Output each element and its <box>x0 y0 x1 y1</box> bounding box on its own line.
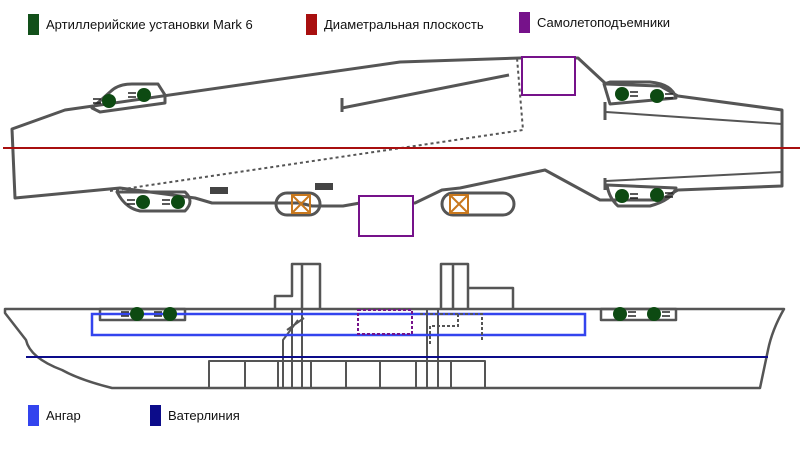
legend-waterline-swatch <box>150 405 161 426</box>
plan-view <box>10 56 784 217</box>
side-hangar <box>90 312 587 337</box>
plan-hull-outline <box>10 56 784 208</box>
legend-centerline-label: Диаметральная плоскость <box>324 17 484 32</box>
side-island-2-deckhouse <box>468 286 515 309</box>
plan-aux-mark-2 <box>315 183 333 190</box>
legend-waterline-label: Ватерлиния <box>168 408 240 423</box>
plan-stern-notch <box>605 111 783 182</box>
side-uptake-2 <box>426 309 439 388</box>
legend-guns: Артиллерийские установки Mark 6 <box>28 14 253 35</box>
side-hull-outline <box>3 307 786 390</box>
legend-hangar-swatch <box>28 405 39 426</box>
legend-guns-swatch <box>28 14 39 35</box>
plan-sponson-stbd-bow <box>115 190 192 213</box>
plan-side-lift-2 <box>440 191 516 217</box>
legend-lifts-swatch <box>519 12 530 33</box>
side-uptake-1 <box>282 309 305 388</box>
plan-side-lift-1 <box>274 191 322 217</box>
side-island-1 <box>273 262 322 309</box>
plan-elevator-cross-1 <box>291 194 311 214</box>
legend-centerline: Диаметральная плоскость <box>306 14 484 35</box>
side-machinery-blocks <box>208 360 486 389</box>
side-sponson-stern <box>599 307 678 322</box>
legend-lifts: Самолетоподъемники <box>519 12 670 33</box>
plan-angled-deck-line <box>109 57 525 192</box>
legend-lifts-label: Самолетоподъемники <box>537 15 671 30</box>
plan-gun-port-stern-1 <box>614 86 639 102</box>
plan-sponson-stbd-stern <box>605 183 678 208</box>
plan-sponson-port-stern <box>602 80 678 106</box>
side-view <box>3 262 786 390</box>
legend-hangar-label: Ангар <box>46 408 81 423</box>
plan-gun-stbd-bow-2 <box>161 194 186 210</box>
side-aircraft-lift-2 <box>420 313 483 345</box>
plan-arresting-wires <box>340 73 607 190</box>
legend-waterline: Ватерлиния <box>150 405 240 426</box>
plan-elevator-cross-2 <box>449 194 469 214</box>
legend-hangar: Ангар <box>28 405 81 426</box>
side-aircraft-lift-1 <box>357 309 413 335</box>
legend-guns-label: Артиллерийские установки Mark 6 <box>46 17 253 32</box>
plan-aircraft-lift-2 <box>358 195 414 237</box>
legend-centerline-swatch <box>306 14 317 35</box>
side-island-2 <box>439 262 470 309</box>
plan-aux-mark-1 <box>210 187 228 194</box>
plan-sponson-port-bow <box>90 82 167 114</box>
plan-aircraft-lift-1 <box>521 56 576 96</box>
